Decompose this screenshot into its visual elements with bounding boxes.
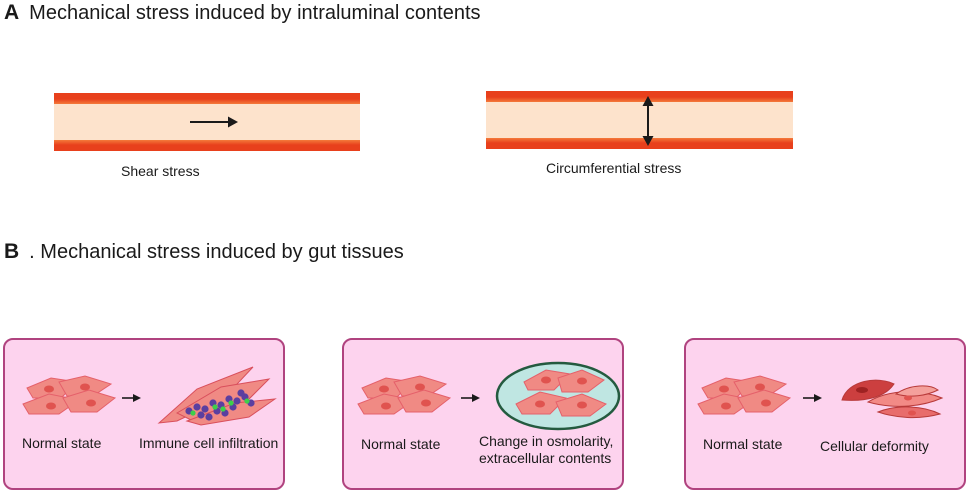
circumferential-stress-label: Circumferential stress	[546, 160, 682, 176]
swollen-ecm-cells-icon	[495, 361, 621, 431]
normal-state-label: Normal state	[703, 436, 783, 452]
shear-flow-arrow-icon	[190, 116, 238, 128]
section-a-heading: Mechanical stress induced by intralumina…	[29, 2, 481, 24]
section-b-letter: B	[4, 240, 20, 263]
tube-wall-top	[486, 91, 793, 102]
cellular-deformity-label: Cellular deformity	[820, 438, 929, 454]
arrow-right-icon	[122, 394, 141, 402]
arrow-right-icon	[461, 394, 480, 402]
section-a-letter: A	[4, 1, 20, 24]
normal-cells-icon	[357, 375, 452, 415]
panel-cellular-deformity: Normal state Cellular deformity	[684, 338, 966, 490]
deformed-cells-icon	[841, 379, 944, 419]
immune-infiltration-cells-icon	[157, 366, 277, 426]
panel-immune-infiltration: Normal state Immune cell infiltration	[3, 338, 285, 490]
panel-osmolarity: Normal state Change in osmolarity, extra…	[342, 338, 624, 490]
section-b-title: B . Mechanical stress induced by gut tiss…	[4, 240, 404, 264]
section-b-heading: . Mechanical stress induced by gut tissu…	[29, 241, 404, 263]
osmolarity-label-line2: extracellular contents	[479, 450, 612, 466]
tube-wall-top	[54, 93, 360, 104]
normal-cells-icon	[22, 375, 117, 415]
shear-stress-label: Shear stress	[121, 163, 200, 179]
section-a-title: A Mechanical stress induced by intralumin…	[4, 1, 481, 25]
normal-state-label: Normal state	[361, 436, 441, 452]
tube-lumen	[486, 102, 793, 138]
immune-infiltration-label: Immune cell infiltration	[139, 435, 279, 451]
normal-cells-icon	[697, 375, 792, 415]
tube-wall-bottom	[54, 140, 360, 151]
arrow-right-icon	[803, 394, 822, 402]
osmolarity-label-line1: Change in osmolarity,	[479, 433, 614, 449]
circumferential-stress-tube	[486, 91, 793, 149]
tube-wall-bottom	[486, 138, 793, 149]
normal-state-label: Normal state	[22, 435, 102, 451]
double-arrow-icon	[642, 96, 654, 146]
